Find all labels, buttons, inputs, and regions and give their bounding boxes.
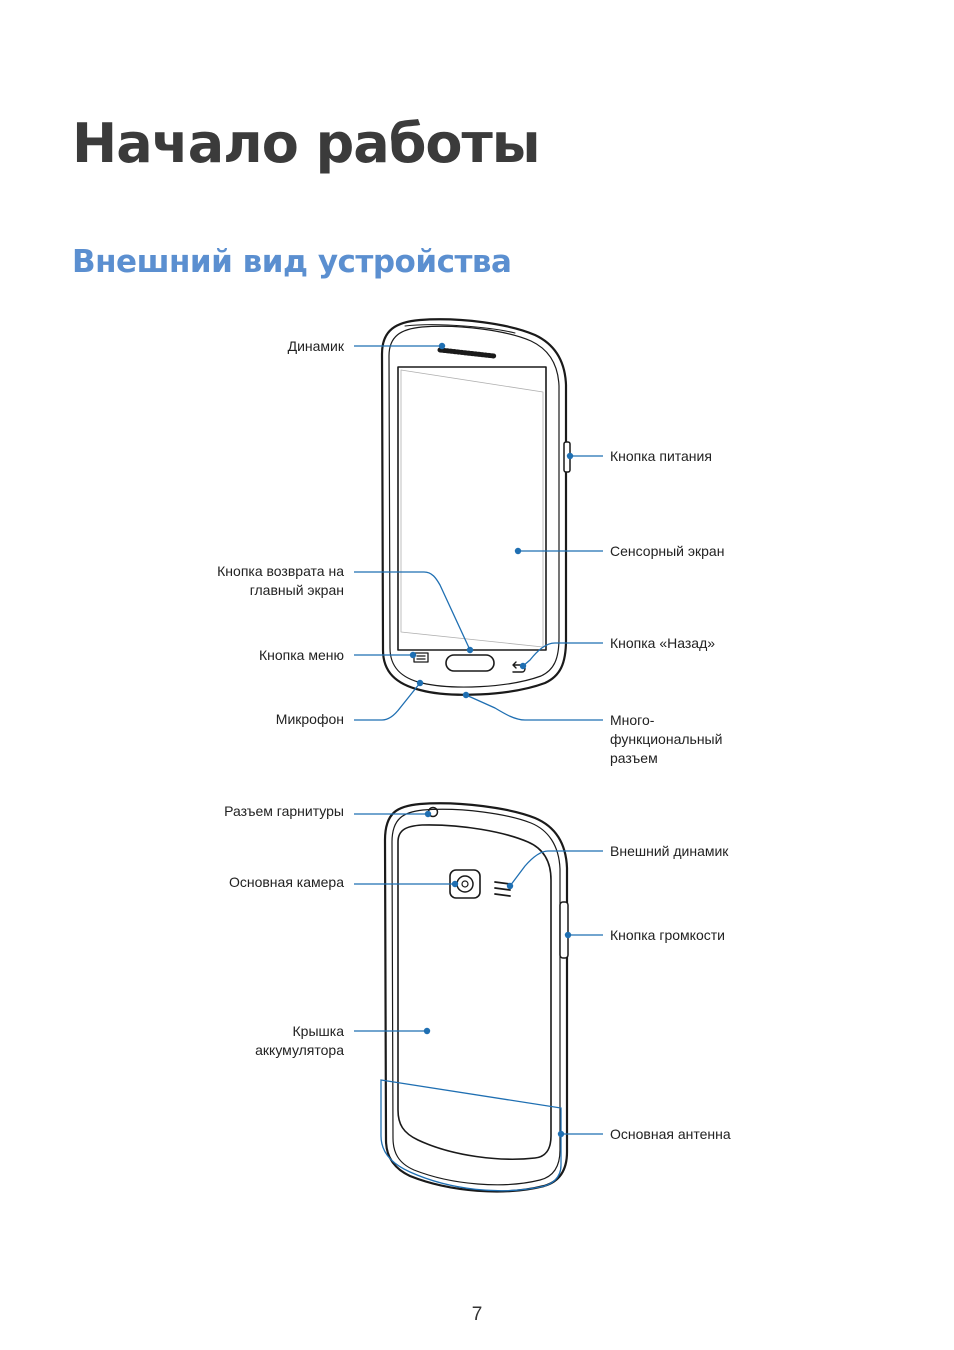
front-body-inner	[388, 325, 560, 688]
back-body-outline	[383, 802, 569, 1193]
label-home-button-line1: Кнопка возврата на	[217, 563, 344, 579]
back-leader-dots	[423, 810, 572, 1138]
volume-button-shape	[559, 901, 569, 959]
camera-lens-outer	[456, 875, 474, 893]
back-body-inner	[391, 808, 561, 1186]
touch-screen-frame	[397, 366, 547, 651]
label-microphone: Микрофон	[275, 711, 344, 727]
label-main-camera: Основная камера	[228, 874, 344, 890]
front-top-ridge	[404, 324, 516, 334]
external-speaker-grille	[494, 881, 511, 897]
battery-cover-panel	[397, 824, 552, 1160]
screen-inner-edge	[400, 369, 544, 648]
label-battery-cover-line1: Крышка	[292, 1023, 344, 1039]
label-volume-button: Кнопка громкости	[610, 927, 725, 943]
label-home-button-line2: главный экран	[249, 582, 344, 598]
label-speaker: Динамик	[287, 338, 344, 354]
page-title: Начало работы	[72, 112, 541, 175]
label-power-button: Кнопка питания	[610, 448, 712, 464]
front-leader-dots	[409, 342, 574, 699]
back-view	[383, 802, 569, 1193]
back-leader-lines	[354, 813, 603, 1192]
section-title: Внешний вид устройства	[72, 244, 512, 280]
label-headset-jack: Разъем гарнитуры	[224, 803, 344, 819]
front-body-outline	[380, 318, 568, 696]
main-antenna-outline	[380, 1079, 562, 1192]
label-main-antenna: Основная антенна	[610, 1126, 731, 1142]
label-multipurpose-jack: Много- функциональный разъем	[610, 711, 770, 768]
label-battery-cover: Крышка аккумулятора	[174, 1022, 344, 1060]
camera-lens-inner	[461, 880, 469, 888]
label-multipurpose-jack-line1: Много-	[610, 712, 655, 728]
label-back-button: Кнопка «Назад»	[610, 635, 716, 651]
label-external-speaker: Внешний динамик	[610, 843, 729, 859]
front-view	[380, 318, 571, 696]
speaker-grille	[437, 347, 497, 359]
page-number: 7	[471, 1304, 483, 1325]
label-menu-button: Кнопка меню	[258, 647, 344, 663]
label-multipurpose-jack-line3: разъем	[610, 750, 658, 766]
front-leader-lines	[354, 345, 603, 721]
label-battery-cover-line2: аккумулятора	[255, 1042, 344, 1058]
label-multipurpose-jack-line2: функциональный	[610, 731, 723, 747]
label-touch-screen: Сенсорный экран	[610, 543, 725, 559]
label-home-button: Кнопка возврата на главный экран	[174, 562, 344, 600]
home-button-shape	[445, 654, 495, 672]
